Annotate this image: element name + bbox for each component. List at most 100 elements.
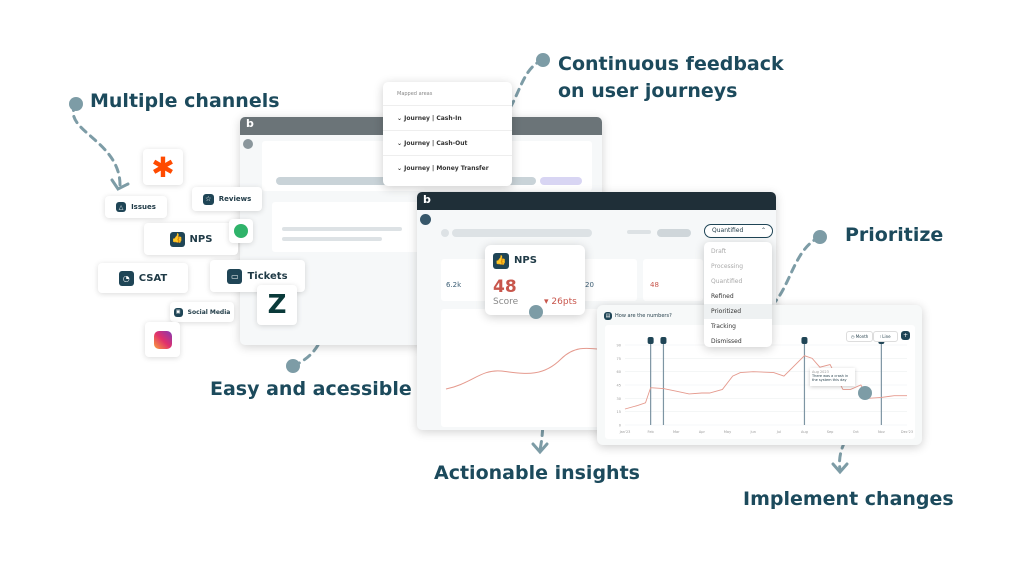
green-app-logo (229, 219, 253, 243)
channel-label: Reviews (218, 195, 252, 203)
event-marker-badge (647, 337, 654, 344)
tooltip-date: Aug 2023 (812, 370, 829, 374)
score-label: Score (493, 297, 519, 307)
instagram-logo (145, 322, 180, 357)
status-option: Quantified (711, 278, 743, 285)
x-tick-label: Aug (801, 430, 808, 434)
status-option[interactable]: Prioritized (704, 304, 772, 319)
event-marker-badge (660, 337, 667, 344)
chart-icon: ▤ (604, 312, 612, 320)
y-tick-label: 30 (617, 397, 621, 401)
chart-title: How are the numbers? (615, 313, 672, 319)
star-icon: ☆ (202, 193, 214, 205)
journey-label: Journey | Cash-In (404, 115, 462, 122)
x-tick-label: Nov (878, 430, 885, 434)
channel-label: Social Media (187, 308, 231, 316)
x-tick-label: Jun (749, 430, 755, 434)
y-tick-label: 90 (617, 344, 621, 348)
avatar (420, 214, 431, 225)
channel-reviews[interactable]: ☆ Reviews (192, 187, 262, 211)
chart-type-button[interactable]: ⫶ Line (873, 331, 898, 342)
bar (627, 230, 651, 234)
channel-label: NPS (189, 233, 213, 245)
caret-down-icon: ▾ (544, 297, 549, 307)
annotation-dot (858, 386, 872, 400)
bar (452, 229, 592, 237)
warning-icon: △ (116, 202, 127, 212)
nps-delta: ▾ 26pts (544, 297, 577, 307)
status-option[interactable]: Tracking (711, 323, 736, 330)
kpi-card: 48 (643, 259, 703, 301)
status-option: Draft (711, 248, 727, 255)
avatar (243, 139, 253, 149)
bar (282, 227, 402, 231)
x-tick-label: Jan'23 (619, 430, 631, 434)
channel-csat[interactable]: ◔ CSAT (98, 263, 188, 293)
channel-social-media[interactable]: ▣ Social Media (170, 302, 234, 322)
x-tick-label: Feb (648, 430, 655, 434)
status-selected: Quantified (712, 227, 744, 234)
series-line (624, 355, 907, 410)
channel-label: Tickets (247, 270, 288, 282)
y-tick-label: 15 (617, 410, 621, 414)
x-tick-label: Jul (776, 430, 781, 434)
event-marker-badge (801, 337, 808, 344)
status-option[interactable]: Refined (711, 293, 734, 300)
status-option: Processing (711, 263, 744, 270)
label-actionable: Actionable insights (434, 462, 640, 484)
main-window-header: b (417, 192, 776, 210)
status-dropdown: Draft Processing Quantified Refined Prio… (704, 242, 772, 347)
channel-label: Issues (131, 203, 156, 211)
gauge-icon: ◔ (118, 270, 134, 286)
zendesk-logo: Z (257, 285, 297, 325)
nps-score: 48 (493, 277, 517, 297)
nps-card: 👍 NPS 48 Score ▾ 26pts (485, 245, 585, 315)
add-button[interactable]: + (901, 331, 910, 340)
zapier-logo: ✱ (143, 149, 183, 185)
bar (282, 237, 382, 241)
label-easy: Easy and acessible (210, 378, 412, 400)
kpi-card: 20 (577, 259, 637, 301)
x-tick-label: Apr (699, 430, 706, 434)
period-button[interactable]: ◷ Month (846, 331, 874, 342)
x-tick-label: May (724, 430, 731, 434)
label-line-1: Continuous feedback (558, 53, 784, 75)
chart-type-label: Line (882, 334, 891, 339)
label-multiple-channels: Multiple channels (90, 90, 280, 112)
ticket-icon: ▭ (227, 268, 243, 284)
label-continuous-feedback: Continuous feedback on user journeys (558, 51, 784, 105)
y-tick-label: 45 (617, 384, 621, 388)
status-select[interactable]: Quantified⌃ (704, 224, 773, 238)
y-tick-label: 0 (619, 424, 621, 428)
tooltip-text: There was a crash in the system this day (812, 374, 849, 382)
x-tick-label: Oct (853, 430, 860, 434)
journey-label: Journey | Money Transfer (404, 165, 489, 172)
nps-title: NPS (514, 255, 537, 266)
status-option[interactable]: Dismissed (711, 338, 742, 345)
x-tick-label: Sep (827, 430, 834, 434)
channel-issues[interactable]: △ Issues (105, 196, 167, 218)
journey-item[interactable]: ⌄ Journey | Money Transfer (383, 155, 512, 180)
label-implement: Implement changes (743, 488, 954, 510)
bar (441, 229, 449, 237)
mapped-areas-title: Mapped areas (397, 91, 433, 97)
x-tick-label: Dec'23 (901, 430, 913, 434)
kpi-value: 20 (585, 281, 594, 289)
kpi-value: 48 (650, 281, 659, 289)
channel-nps[interactable]: 👍NPS (144, 223, 238, 255)
label-line-2: on user journeys (558, 80, 738, 102)
bar (657, 229, 691, 237)
y-tick-label: 75 (617, 357, 621, 361)
delta-value: 26pts (551, 297, 577, 307)
bar (540, 177, 582, 185)
journey-item[interactable]: ⌄ Journey | Cash-In (383, 105, 512, 130)
thumbs-up-icon: 👍 (493, 253, 509, 269)
mapped-areas-dropdown: Mapped areas ⌄ Journey | Cash-In ⌄ Journ… (383, 82, 512, 186)
journey-item[interactable]: ⌄ Journey | Cash-Out (383, 130, 512, 155)
annotation-dot (529, 305, 543, 319)
channel-label: CSAT (138, 272, 168, 284)
image-icon: ▣ (173, 307, 183, 317)
period-label: Month (855, 334, 869, 339)
